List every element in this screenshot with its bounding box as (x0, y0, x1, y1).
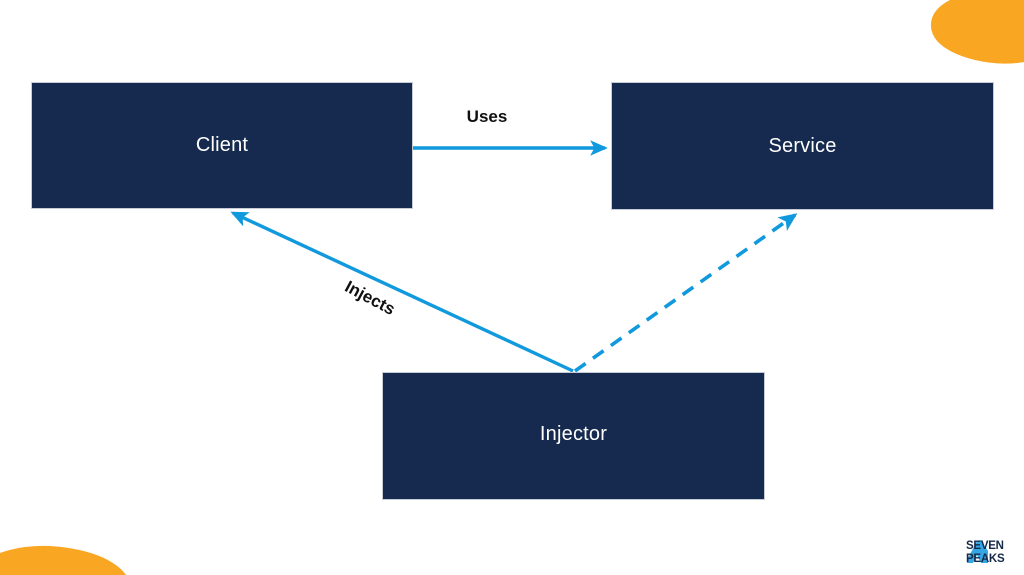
orange-blob-top-right-icon (930, 0, 1024, 64)
node-injector[interactable]: Injector (382, 372, 765, 500)
node-service[interactable]: Service (611, 82, 994, 210)
node-client-label: Client (195, 133, 249, 156)
logo-line1: SEVEN (966, 540, 1004, 552)
edge-label-injects: Injects (341, 276, 399, 320)
edge-injector-creates-service (573, 213, 798, 373)
seven-peaks-logo: SEVEN PEAKS (966, 540, 1005, 564)
node-client[interactable]: Client (31, 82, 413, 209)
node-injector-label: Injector (539, 423, 608, 445)
logo-line2: PEAKS (966, 553, 1005, 564)
edge-injector-injects-client (230, 211, 574, 373)
logo-mountain-peak-icon (967, 540, 988, 563)
orange-blob-bottom-left-icon (0, 545, 126, 575)
edge-label-uses: Uses (466, 107, 508, 126)
node-service-label: Service (768, 135, 837, 157)
